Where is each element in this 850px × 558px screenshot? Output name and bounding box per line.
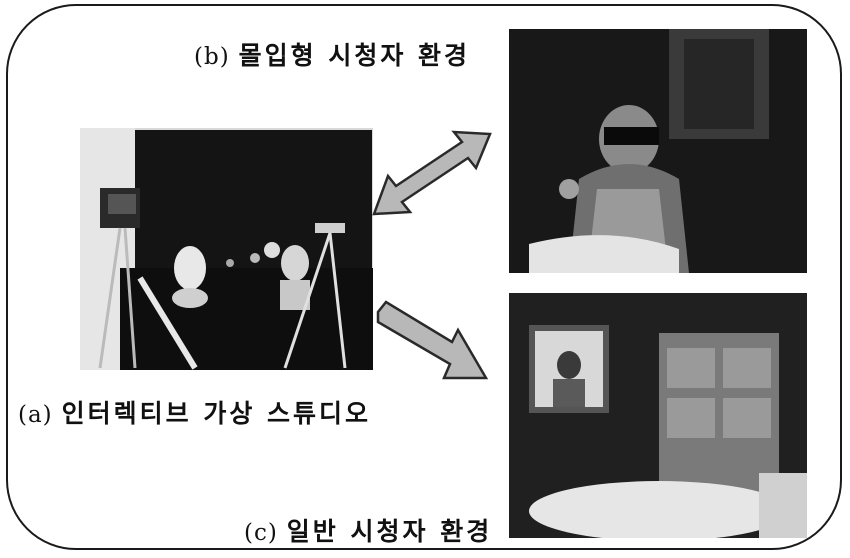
virtual-studio-photo — [80, 128, 373, 370]
caption-ordinary-viewer: (c) 일반 시청자 환경 — [244, 512, 492, 548]
caption-text: 인터렉티브 가상 스튜디오 — [61, 399, 372, 428]
caption-virtual-studio: (a) 인터렉티브 가상 스튜디오 — [18, 394, 371, 430]
arrow-down-right-icon — [374, 298, 490, 382]
caption-label: (a) — [18, 402, 53, 428]
caption-text: 몰입형 시청자 환경 — [238, 41, 471, 70]
caption-label: (b) — [194, 44, 230, 70]
caption-label: (c) — [244, 520, 278, 546]
rounded-frame — [6, 4, 842, 550]
double-arrow-icon — [370, 128, 494, 220]
caption-immersive-viewer: (b) 몰입형 시청자 환경 — [194, 36, 470, 72]
immersive-viewer-photo — [509, 29, 807, 273]
caption-text: 일반 시청자 환경 — [286, 517, 493, 546]
ordinary-viewer-photo — [509, 293, 807, 538]
